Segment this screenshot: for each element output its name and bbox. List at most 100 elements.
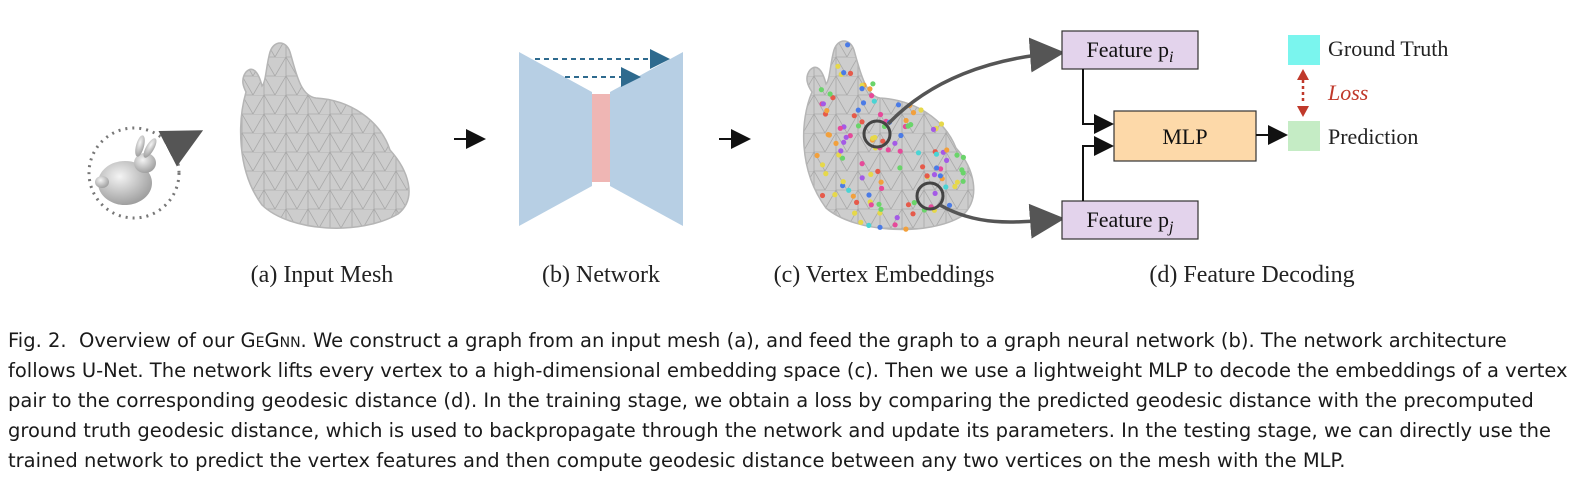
vertex-dot [854, 199, 860, 205]
subfigure-d-label: (d) Feature Decoding [1149, 262, 1355, 288]
vertex-dot [870, 135, 876, 141]
vertex-dot [911, 200, 917, 206]
vertex-dot [878, 179, 884, 185]
vertex-dot [868, 171, 874, 177]
vertex-dot [819, 192, 826, 199]
vertex-dot [840, 183, 846, 189]
vertex-dot [859, 86, 865, 92]
vertex-dot [827, 91, 833, 97]
feature-pi-box [1061, 30, 1199, 70]
input-mesh-bunny [239, 42, 410, 229]
vertex-dot [850, 193, 856, 199]
vertex-dot [952, 183, 958, 190]
ground-truth-swatch [1288, 35, 1320, 65]
vertex-dot [903, 117, 909, 124]
vertex-dot [875, 168, 881, 174]
vertex-dot [867, 86, 873, 92]
ground-truth-label: Ground Truth [1328, 36, 1448, 61]
vertex-dot [846, 187, 852, 193]
vertex-dot [943, 184, 949, 190]
vertex-dot [866, 222, 872, 228]
vertex-dot [859, 175, 865, 181]
vertex-dot [814, 152, 820, 159]
vertex-dot [892, 222, 898, 228]
vertex-dot [930, 126, 937, 132]
vertex-dot [825, 132, 831, 138]
mlp-label: MLP [1162, 124, 1207, 149]
vertex-dot [879, 185, 885, 191]
caption-fig-label: Fig. 2. [8, 329, 67, 352]
vertex-dot [877, 111, 884, 118]
vertex-dot [852, 210, 858, 216]
vertex-dot [847, 133, 853, 139]
vertex-dot [866, 192, 872, 198]
vertex-dot [838, 148, 844, 154]
vertex-dot [880, 138, 886, 144]
vertex-dot [885, 147, 891, 153]
figure-caption: Fig. 2. Overview of our GeGnn. We constr… [8, 329, 1568, 472]
subfigure-a-label: (a) Input Mesh [250, 262, 394, 288]
vertex-dot [851, 113, 857, 119]
network-unet [519, 49, 683, 226]
vertex-dot [931, 172, 938, 178]
vertex-dot [895, 102, 902, 108]
vertex-dot [836, 152, 842, 158]
vertex-dot [938, 166, 944, 172]
vertex-dot [903, 226, 909, 232]
method-name: GeGnn [240, 329, 301, 352]
vertex-dot [841, 70, 847, 76]
vertex-dot [868, 202, 874, 208]
vertex-dot [910, 110, 917, 116]
loss-label: Loss [1327, 80, 1368, 105]
vertex-dot [845, 42, 851, 48]
vertex-dot [897, 165, 903, 171]
vertex-dot [869, 93, 875, 99]
vertex-dot [954, 152, 960, 158]
vertex-dot [924, 173, 930, 179]
feature-pi-label: Feature p [1087, 37, 1169, 62]
vertex-dot [824, 108, 830, 114]
vertex-dot [960, 154, 967, 160]
vertex-dot [818, 87, 825, 93]
vertex-dot [934, 165, 940, 171]
vertex-dot [937, 173, 944, 179]
vertex-dot [908, 122, 914, 128]
vertex-dot [932, 190, 938, 196]
vertex-dot [832, 192, 838, 198]
svg-text:Feature pj: Feature pj [1087, 207, 1174, 236]
subfigure-c-label: (c) Vertex Embeddings [773, 262, 995, 288]
feature-decoding-diagram: Feature pi Feature pj MLP Ground Truth P… [1061, 30, 1448, 240]
vertex-dot [954, 179, 961, 185]
vertex-dot [877, 224, 883, 230]
vertex-dot [905, 202, 912, 208]
subfigure-b-label: (b) Network [542, 262, 660, 288]
vertex-dot [918, 107, 924, 113]
prediction-swatch [1288, 121, 1320, 151]
vertex-dot [839, 155, 846, 161]
vertex-dot [915, 150, 922, 156]
vertex-dot [858, 219, 864, 225]
vertex-dot [871, 98, 877, 104]
vertex-dot [843, 134, 849, 140]
embedding-bunny [802, 37, 1065, 239]
vertex-dot [833, 140, 839, 146]
vertex-dot [878, 206, 884, 212]
vertex-dot [960, 170, 966, 176]
vertex-dot [855, 107, 861, 113]
vertex-dot [855, 123, 862, 129]
vertex-dot [898, 132, 904, 139]
figure-illustration: Feature pi Feature pj MLP Ground Truth P… [87, 30, 1448, 240]
feature-pj-box [1061, 200, 1199, 240]
vertex-dot [876, 201, 882, 207]
vertex-dot [835, 63, 841, 69]
vertex-dot [944, 147, 950, 153]
input-bunny-thumbnail [87, 126, 204, 220]
vertex-dot [847, 70, 854, 76]
vertex-dot [837, 125, 843, 131]
vertex-dot [859, 119, 865, 125]
vertex-dot [841, 139, 847, 145]
vertex-dot [860, 100, 867, 106]
vertex-dot [933, 151, 940, 157]
vertex-dot [960, 178, 966, 184]
vertex-dot [897, 148, 903, 154]
